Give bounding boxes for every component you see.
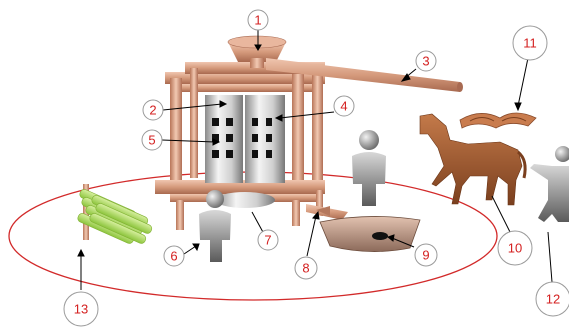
callout-11-label: 11 — [523, 36, 537, 51]
callout-12-label: 12 — [546, 292, 560, 307]
callout-1-label: 1 — [254, 13, 261, 28]
callout-4-label: 4 — [340, 99, 347, 114]
callout-5-label: 5 — [148, 133, 155, 148]
callout-2-label: 2 — [149, 103, 156, 118]
callout-3: 3 — [416, 51, 436, 71]
callout-13-label: 13 — [74, 302, 88, 317]
collection-basin — [320, 216, 420, 251]
callout-7-label: 7 — [264, 233, 271, 248]
worker-figure-center — [352, 130, 386, 206]
horse — [420, 114, 525, 205]
callout-4: 4 — [334, 96, 354, 116]
callout-6-label: 6 — [170, 249, 177, 264]
juice-spout — [306, 204, 348, 220]
callout-12: 12 — [536, 282, 569, 316]
callout-10: 10 — [498, 231, 532, 265]
callout-7: 7 — [258, 230, 278, 250]
callout-8-label: 8 — [302, 261, 309, 276]
callout-11: 11 — [513, 26, 547, 60]
callout-3-label: 3 — [422, 54, 429, 69]
callout-1: 1 — [248, 10, 268, 30]
callout-5: 5 — [142, 130, 162, 150]
callout-10-label: 10 — [508, 241, 522, 256]
callout-13: 13 — [64, 292, 98, 326]
callout-2: 2 — [143, 100, 163, 120]
worker-figure-right — [530, 146, 569, 222]
callout-9-label: 9 — [422, 248, 429, 263]
sugarcane-pile — [77, 184, 153, 245]
callout-8: 8 — [295, 257, 317, 279]
callout-6: 6 — [164, 246, 184, 266]
callout-9: 9 — [415, 244, 437, 266]
yoke — [460, 113, 536, 128]
